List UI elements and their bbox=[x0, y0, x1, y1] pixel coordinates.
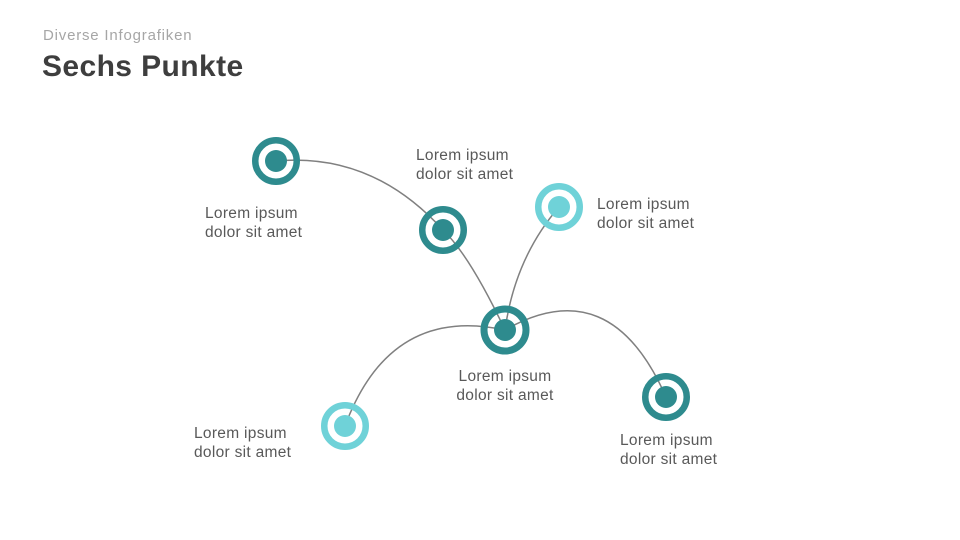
node-upper-right-dot bbox=[548, 196, 570, 218]
node-top-left-ring bbox=[252, 137, 300, 185]
connector-center-to-bottomleft bbox=[344, 325, 506, 427]
node-center-dot bbox=[494, 319, 516, 341]
node-bottom-left-label: Lorem ipsum dolor sit amet bbox=[194, 425, 292, 461]
node-top-left-label: Lorem ipsum dolor sit amet bbox=[205, 205, 303, 241]
node-bottom-left-dot bbox=[334, 415, 356, 437]
node-upper-middle bbox=[419, 206, 467, 254]
node-upper-middle-dot bbox=[432, 219, 454, 241]
node-top-left-dot bbox=[265, 150, 287, 172]
connector-center-to-bottomright bbox=[504, 310, 667, 398]
node-bottom-right-dot bbox=[655, 386, 677, 408]
slide-eyebrow: Diverse Infografiken bbox=[43, 27, 193, 44]
node-bottom-right-label: Lorem ipsum dolor sit amet bbox=[620, 432, 718, 468]
node-upper-right-ring bbox=[535, 183, 583, 231]
node-bottom-left bbox=[321, 402, 369, 450]
node-upper-middle-label: Lorem ipsum dolor sit amet bbox=[416, 147, 514, 183]
node-upper-right bbox=[535, 183, 583, 231]
node-bottom-right bbox=[642, 373, 690, 421]
node-bottom-left-ring bbox=[321, 402, 369, 450]
page-title: Sechs Punkte bbox=[42, 50, 244, 83]
node-upper-middle-ring bbox=[419, 206, 467, 254]
node-top-left bbox=[252, 137, 300, 185]
connector-upperright-to-center bbox=[504, 206, 560, 331]
node-upper-right-label: Lorem ipsum dolor sit amet bbox=[597, 196, 695, 232]
node-center-label: Lorem ipsum dolor sit amet bbox=[456, 368, 554, 404]
node-bottom-right-ring bbox=[642, 373, 690, 421]
node-center bbox=[480, 305, 530, 355]
node-center-ring bbox=[480, 305, 530, 355]
